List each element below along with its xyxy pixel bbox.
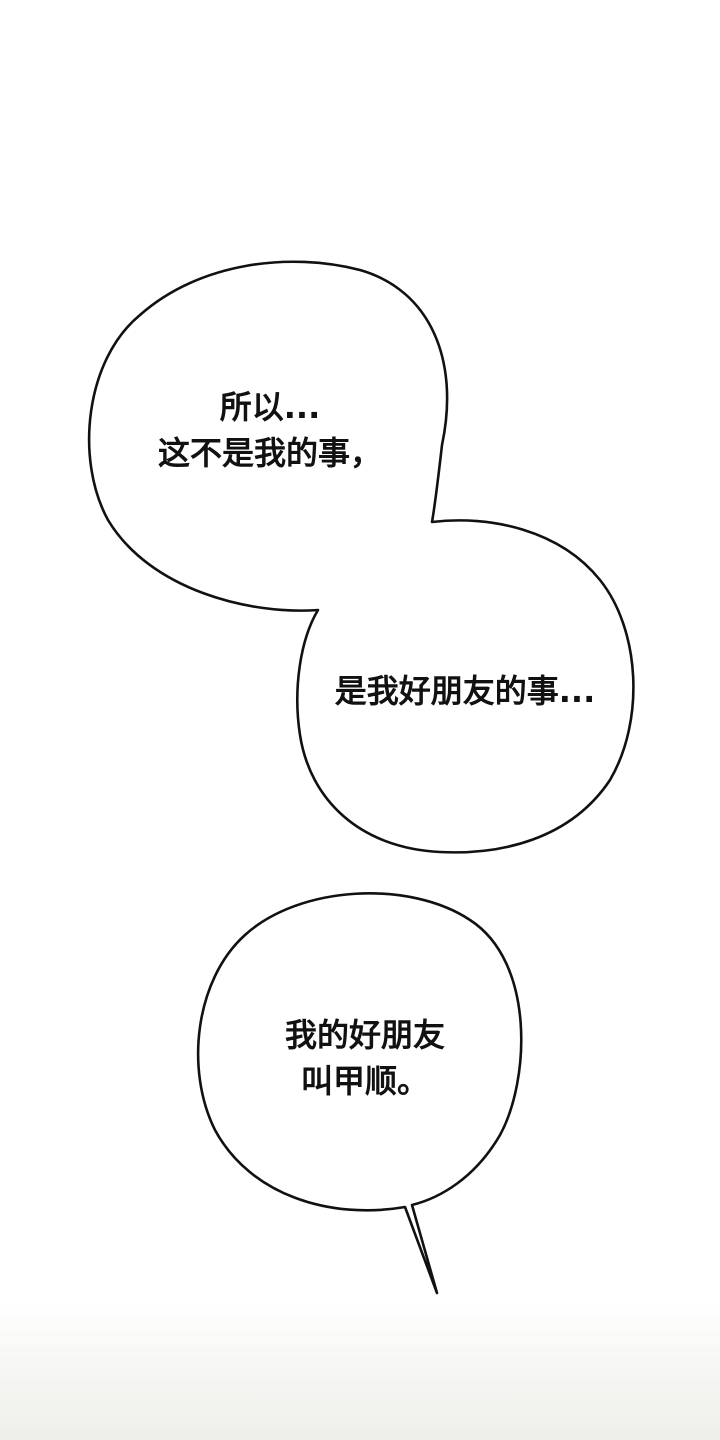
bubble-1-line-2: 这不是我的事， [157,434,382,472]
bubble-1-line-1: 所以... [219,388,321,426]
bubble-text-1: 所以... 这不是我的事， [90,384,450,476]
bubble-2-line-1: 是我好朋友的事... [334,672,596,710]
speech-bubble-upper [87,260,635,854]
bubble-3-line-1: 我的好朋友 [284,1016,445,1054]
bubble-text-3: 我的好朋友 叫甲顺。 [200,1012,530,1104]
speech-bubble-lower [196,892,523,1295]
bubble-3-line-2: 叫甲顺。 [300,1062,429,1100]
bubble-text-2: 是我好朋友的事... [300,668,630,714]
